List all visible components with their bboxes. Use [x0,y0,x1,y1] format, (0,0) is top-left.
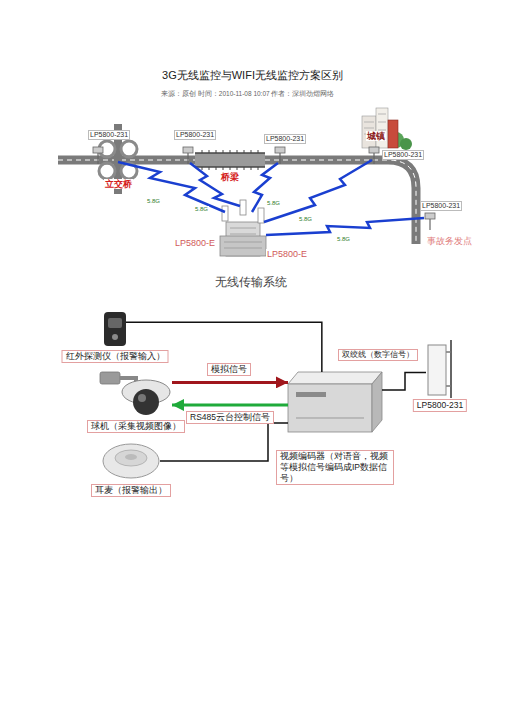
band-label: 5.8G [266,200,281,207]
earphone: 耳麦（报警输出） [102,442,160,480]
video-encoder [288,384,372,432]
panel-antenna [446,352,451,386]
dome-camera [133,389,159,415]
place-label: 城镇 [366,131,386,141]
place-label: 桥梁 [220,172,240,182]
bridge [202,150,258,153]
bridge [195,153,265,167]
video-encoder [296,418,364,419]
base-station [258,208,264,223]
panel-antenna [428,340,451,398]
model-tag: LP5800-231 [174,130,216,140]
device-label: 红外探测仪（报警输入） [62,350,169,363]
signal-label: 模拟信号 [207,363,251,376]
base-station [220,200,266,256]
base-station [224,228,262,248]
band-label: 5.8G [298,216,313,223]
twisted-pair-wire [382,373,426,391]
base-station [240,200,246,215]
model-tag: LP5800-231 [264,134,306,144]
town [362,108,412,150]
camera [429,219,430,230]
interchange [99,163,115,179]
earphone [103,444,159,478]
base-station [222,206,228,221]
signal-label: 双绞线（数字信号） [338,349,418,361]
video-encoder: 视频编码器（对语音，视频等模拟信号编码成IP数据信号） [288,372,382,432]
device-label: 视频编码器（对语音，视频等模拟信号编码成IP数据信号） [276,450,394,485]
infrared-detector [104,312,126,346]
device-label: 耳麦（报警输出） [91,484,171,497]
model-tag: LP5800-231 [420,201,462,211]
wireless-link [190,163,240,206]
analog-signal-arrow [172,381,288,384]
place-label: 无线传输系统 [214,276,288,290]
page-title: 3G无线监控与WIFI无线监控方案区别 [0,68,505,83]
base-station [220,236,266,256]
video-encoder [372,372,382,432]
earphone [115,450,147,466]
infrared-detector [108,318,122,328]
infrared-detector: 红外探测仪（报警输入） [104,312,126,346]
town [400,138,412,150]
place-label: LP5800-E [266,249,308,259]
control-signal-arrow [172,404,288,407]
infrared-detector [104,312,126,346]
camera [275,147,285,153]
camera [279,153,280,164]
bridge [195,150,265,170]
town [388,120,398,148]
band-label: 5.8G [336,236,351,243]
camera [373,153,374,164]
bridge [202,167,258,170]
place-label: LP5800-E [174,238,216,248]
model-tag: LP5800-231 [88,130,130,140]
camera [187,153,188,164]
signal-label: RS485云台控制信号 [186,411,274,424]
device-label: 球机（采集视频图像） [87,420,185,433]
place-label: 立交桥 [104,179,133,189]
earphone [125,454,137,460]
wireless-link [118,160,424,235]
video-encoder [288,372,382,432]
band-label: 5.8G [194,206,209,213]
wireless-link [264,160,372,222]
interchange [121,141,137,157]
panel-antenna [428,345,446,395]
camera [93,147,435,230]
camera [93,147,103,153]
camera [183,147,193,153]
panel-antenna [450,340,452,398]
video-encoder [288,372,382,384]
interchange [99,141,137,179]
place-label: 来源：原创 时间：2010-11-08 10:07 作者：深圳劲熠网络 [160,90,335,97]
dome-camera [100,372,170,415]
panel-antenna: LP5800-231 [426,345,454,395]
earphone [103,444,159,478]
device-label: LP5800-231 [413,399,467,412]
place-label: 事故务发点 [426,236,473,246]
model-tag: LP5800-231 [382,150,424,160]
camera [97,153,98,164]
dome-camera: 球机（采集视频图像） [100,368,172,416]
dome-camera [138,394,146,402]
dome-camera [100,372,120,384]
wireless-link [266,218,424,235]
camera [425,213,435,219]
infrared-detector [112,334,118,340]
video-encoder [296,392,326,397]
band-label: 5.8G [146,198,161,205]
camera [369,147,379,153]
